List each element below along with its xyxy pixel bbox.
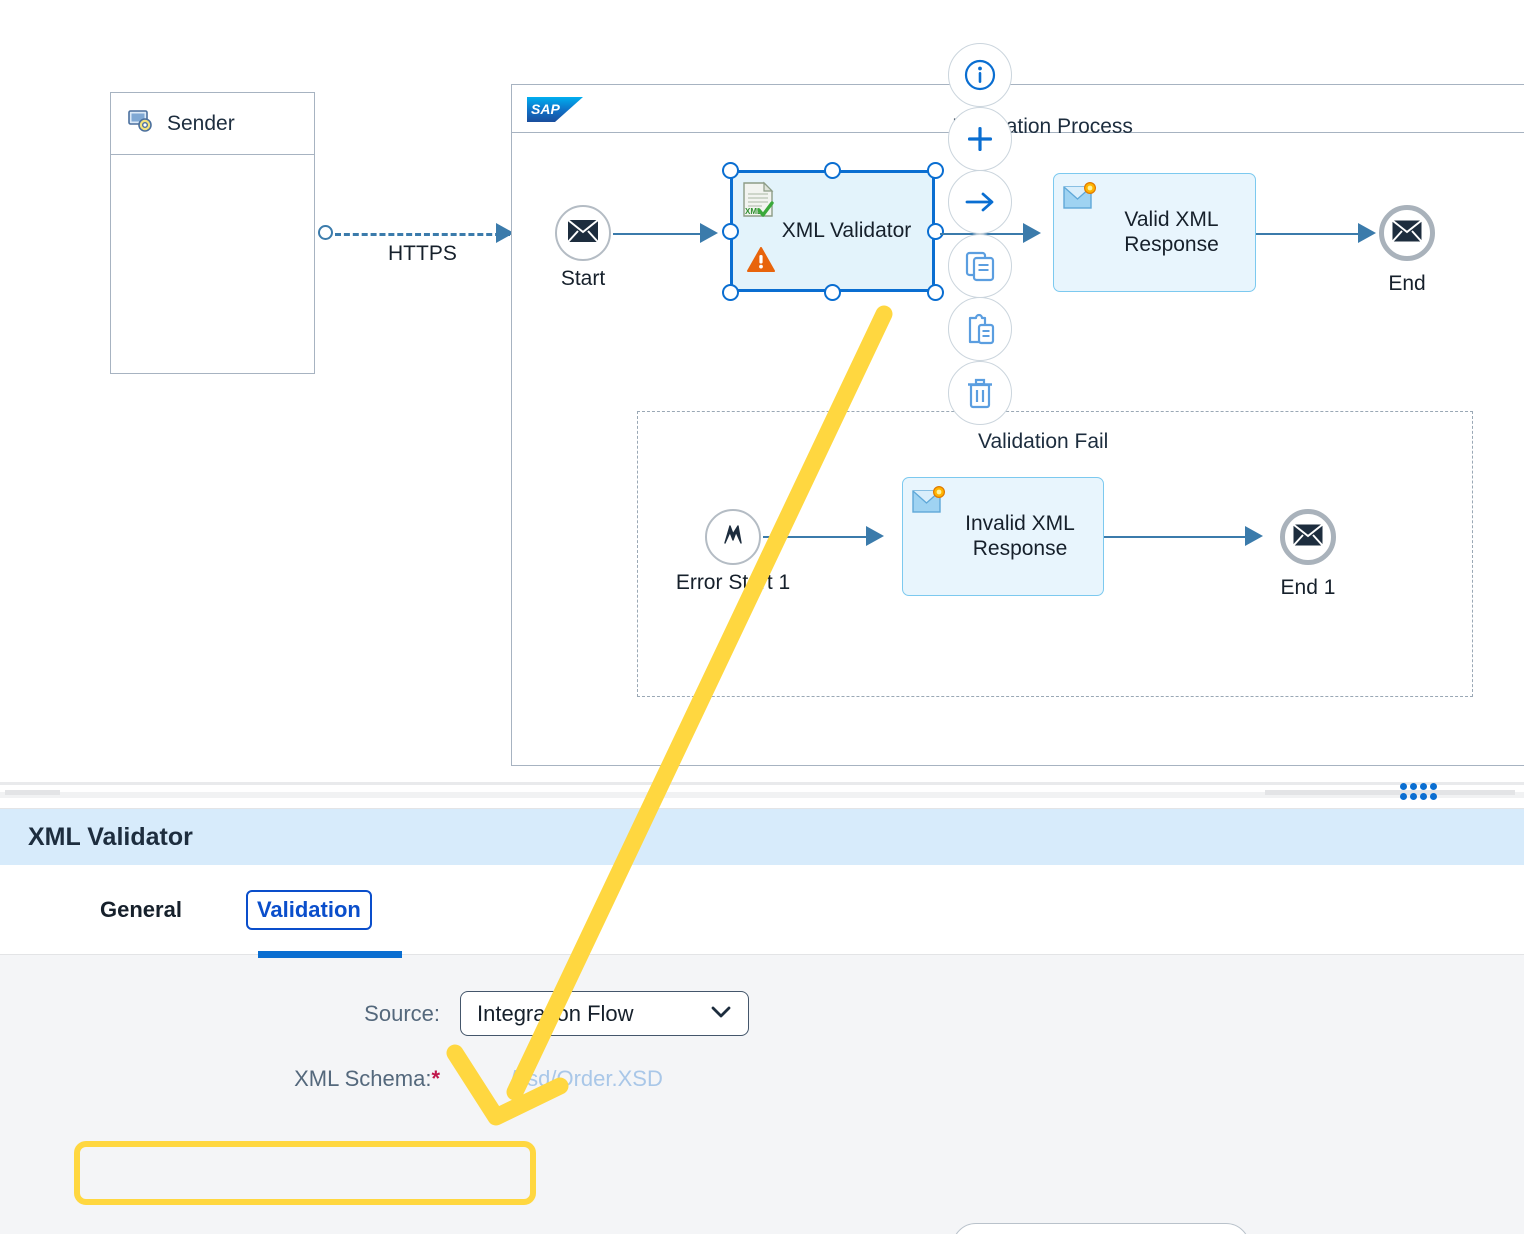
- invalid-xml-response-task[interactable]: Invalid XML Response: [902, 477, 1104, 596]
- sender-system-icon: [127, 108, 153, 139]
- resize-handle-n[interactable]: [824, 162, 841, 179]
- start-event-label: Start: [560, 267, 606, 290]
- message-envelope-icon: [1063, 181, 1097, 217]
- tab-validation[interactable]: Validation: [245, 889, 372, 930]
- validation-fail-title: Validation Fail: [978, 430, 1109, 453]
- message-end-event-icon: [1292, 523, 1324, 551]
- https-connector-arrowhead: [496, 223, 514, 243]
- error-bolt-icon: [719, 521, 747, 554]
- invalid-xml-response-label: Invalid XML Response: [965, 512, 1075, 560]
- message-start-event-icon: [567, 218, 599, 248]
- properties-panel-header: XML Validator: [0, 809, 1524, 865]
- splitter-track-right: [1265, 790, 1515, 795]
- validator-to-valid-response-arrowhead: [1023, 223, 1041, 243]
- tab-active-indicator: [258, 951, 402, 958]
- https-connector-line[interactable]: [335, 233, 510, 236]
- source-label: Source:: [364, 1000, 440, 1026]
- panel-splitter[interactable]: [0, 770, 1524, 808]
- resize-handle-e[interactable]: [927, 223, 944, 240]
- start-to-validator-arrowhead: [700, 223, 718, 243]
- message-end-event-icon: [1391, 219, 1423, 247]
- xml-schema-row: XML Schema:* /xsd/Order.XSD: [0, 1066, 1524, 1092]
- error-start-to-invalid-response-line[interactable]: [763, 536, 873, 538]
- valid-xml-response-task[interactable]: Valid XML Response: [1053, 173, 1256, 292]
- error-start-1-label: Error Start 1: [675, 571, 791, 594]
- end-1-label: End 1: [1280, 576, 1336, 599]
- source-select[interactable]: Integration Flow: [460, 991, 749, 1036]
- xml-validator-task[interactable]: XML XML Validator: [730, 170, 935, 292]
- chevron-down-icon: [710, 1003, 732, 1024]
- plus-icon[interactable]: [948, 106, 1012, 171]
- select-button[interactable]: Select: [952, 1223, 1250, 1234]
- warning-triangle-icon: [747, 247, 775, 277]
- sender-outbound-port[interactable]: [318, 225, 333, 240]
- sender-pool-header: Sender: [111, 93, 314, 155]
- resize-handle-nw[interactable]: [722, 162, 739, 179]
- invalid-response-to-end1-line[interactable]: [1104, 536, 1252, 538]
- start-event[interactable]: Start: [555, 205, 611, 290]
- error-start-1-event[interactable]: Error Start 1: [676, 509, 790, 594]
- resize-handle-s[interactable]: [824, 284, 841, 301]
- xml-validator-label: XML Validator: [781, 218, 912, 242]
- copy-icon[interactable]: [948, 233, 1012, 298]
- end-event-label: End: [1388, 272, 1426, 295]
- start-to-validator-line[interactable]: [613, 233, 710, 235]
- valid-xml-response-label: Valid XML Response: [1124, 208, 1219, 256]
- message-envelope-icon: [912, 485, 946, 521]
- resize-handle-se[interactable]: [927, 284, 944, 301]
- valid-response-to-end-line[interactable]: [1256, 233, 1364, 235]
- paste-icon[interactable]: [948, 297, 1012, 361]
- sap-logo: SAP: [527, 97, 583, 122]
- trash-icon[interactable]: [948, 360, 1012, 425]
- svg-text:SAP: SAP: [531, 101, 560, 117]
- sender-participant-pool[interactable]: Sender: [110, 92, 315, 374]
- end-1-event[interactable]: End 1: [1280, 509, 1336, 599]
- shape-context-toolbar[interactable]: [948, 43, 1012, 425]
- error-start-to-invalid-response-arrowhead: [866, 526, 884, 546]
- tab-general[interactable]: General: [100, 896, 182, 922]
- svg-text:XML: XML: [745, 207, 762, 216]
- resize-handle-w[interactable]: [722, 223, 739, 240]
- resize-grip-icon[interactable]: [1400, 783, 1440, 803]
- valid-response-to-end-arrowhead: [1358, 223, 1376, 243]
- validation-form: Source: Integration Flow XML Schema:* /x…: [0, 955, 1524, 1234]
- end-event[interactable]: End: [1379, 205, 1435, 295]
- properties-panel: XML Validator General Validation Source:…: [0, 808, 1524, 1234]
- invalid-response-to-end1-arrowhead: [1245, 526, 1263, 546]
- arrow-right-icon[interactable]: [948, 170, 1012, 234]
- splitter-line-top: [0, 782, 1524, 785]
- resize-handle-sw[interactable]: [722, 284, 739, 301]
- xml-schema-label: XML Schema:*: [294, 1066, 440, 1091]
- xml-document-check-icon: XML: [742, 181, 776, 224]
- https-connector-label: HTTPS: [388, 242, 457, 265]
- resize-handle-ne[interactable]: [927, 162, 944, 179]
- sender-pool-label: Sender: [167, 111, 235, 135]
- source-select-value: Integration Flow: [477, 1000, 634, 1026]
- integration-flow-canvas[interactable]: Sender HTTPS: [0, 0, 1524, 770]
- integration-process-header: SAP: [512, 85, 1524, 133]
- required-marker: *: [431, 1066, 440, 1091]
- info-icon[interactable]: [948, 43, 1012, 107]
- properties-tab-bar[interactable]: General Validation: [0, 865, 1524, 958]
- integration-process-pool[interactable]: SAP Integration Process Validation Fail: [511, 84, 1524, 766]
- page-title: XML Validator: [28, 822, 193, 851]
- xml-schema-value[interactable]: /xsd/Order.XSD: [510, 1066, 663, 1091]
- source-row: Source: Integration Flow: [0, 991, 1524, 1036]
- splitter-track-left: [5, 790, 60, 795]
